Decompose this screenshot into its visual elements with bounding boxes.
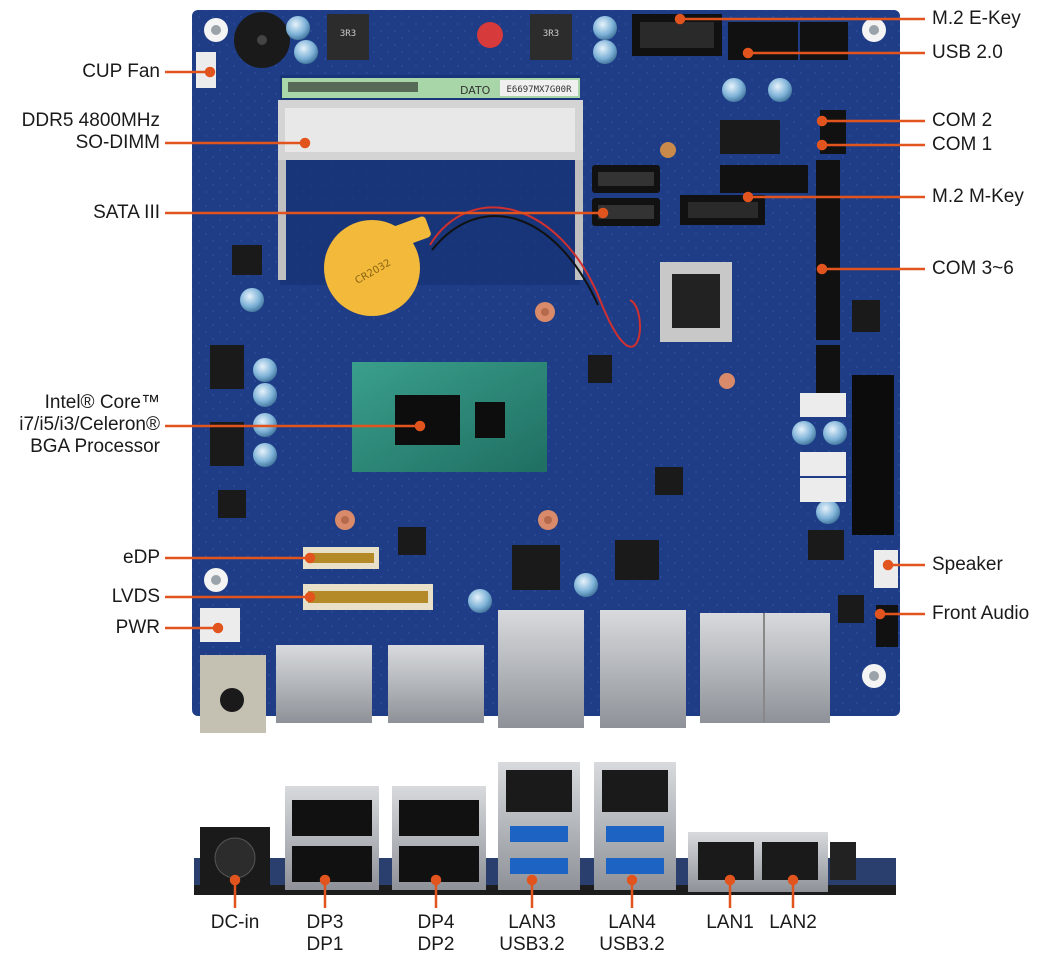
label-cup-fan: CUP Fan bbox=[82, 61, 160, 82]
ics bbox=[210, 120, 880, 623]
label-pwr: PWR bbox=[115, 617, 160, 638]
label-lan1: LAN1 bbox=[706, 912, 754, 933]
display-connectors bbox=[303, 547, 433, 610]
label-lan4-usb32: LAN4 USB3.2 bbox=[599, 912, 665, 955]
label-m2-mkey: M.2 M-Key bbox=[932, 186, 1024, 207]
label-com2: COM 2 bbox=[932, 110, 993, 131]
label-m2-ekey: M.2 E-Key bbox=[932, 8, 1021, 29]
sata-ports bbox=[592, 165, 660, 226]
inductors: 3R3 3R3 bbox=[327, 14, 572, 60]
svg-text:3R3: 3R3 bbox=[340, 29, 356, 39]
mounting-holes bbox=[204, 18, 886, 688]
svg-text:E6697MX7G00R: E6697MX7G00R bbox=[506, 85, 572, 95]
cmos-battery: CR2032 bbox=[324, 206, 641, 348]
cpu-package bbox=[352, 362, 547, 472]
label-lvds: LVDS bbox=[111, 586, 160, 607]
label-lan2: LAN2 bbox=[769, 912, 817, 933]
svg-text:3R3: 3R3 bbox=[543, 29, 559, 39]
label-usb20: USB 2.0 bbox=[932, 42, 1003, 63]
label-speaker: Speaker bbox=[932, 554, 1003, 575]
svg-text:DATO: DATO bbox=[460, 84, 491, 97]
label-dp3-dp1: DP3 DP1 bbox=[306, 912, 344, 955]
label-dc-in: DC-in bbox=[210, 912, 260, 933]
rear-io-top bbox=[200, 610, 830, 733]
com-headers bbox=[720, 110, 846, 405]
label-com1: COM 1 bbox=[932, 134, 993, 155]
capacitors bbox=[240, 16, 847, 613]
sim-slot bbox=[660, 262, 732, 342]
sodimm-slot: DATO E6697MX7G00R bbox=[278, 75, 583, 285]
label-lan3-usb32: LAN3 USB3.2 bbox=[499, 912, 565, 955]
label-com3-6: COM 3~6 bbox=[932, 258, 1014, 279]
label-front-audio: Front Audio bbox=[932, 603, 1030, 624]
label-cpu: Intel® Core™ i7/i5/i3/Celeron® BGA Proce… bbox=[19, 392, 160, 457]
label-sata: SATA III bbox=[93, 202, 160, 223]
expansion-slot bbox=[852, 375, 894, 535]
label-edp: eDP bbox=[123, 547, 160, 568]
label-ddr5-sodimm: DDR5 4800MHz SO-DIMM bbox=[21, 110, 160, 153]
io-panel-side bbox=[194, 762, 896, 895]
label-dp4-dp2: DP4 DP2 bbox=[417, 912, 455, 955]
callout-lines bbox=[165, 13, 925, 908]
